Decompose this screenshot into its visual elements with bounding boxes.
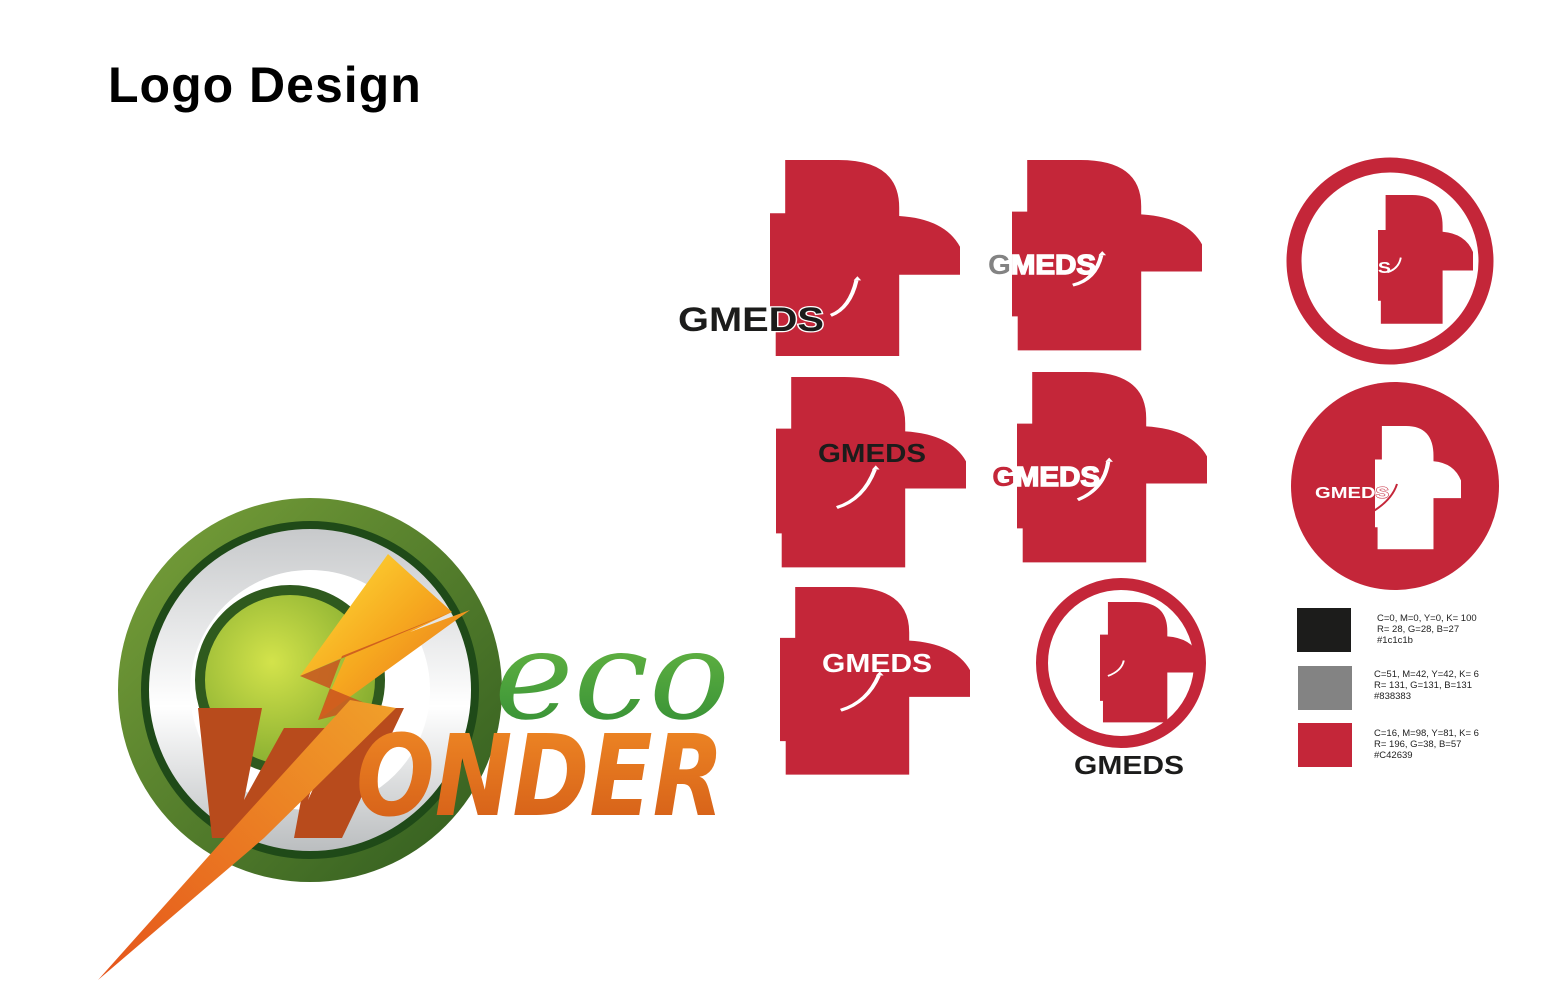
eco-word: eco — [494, 605, 730, 747]
gmeds-logo-2: GMEDS — [987, 160, 1202, 351]
lightning-bolt-icon — [300, 554, 470, 720]
wonder-word: ONDER — [356, 712, 724, 842]
gmeds-wordmark: GMEDS — [992, 461, 1100, 492]
swatch-black — [1297, 608, 1351, 652]
swatch-red — [1298, 723, 1352, 767]
gmeds-wordmark: GMEDS — [1074, 750, 1184, 780]
eco-wonder-logo: eco ONDER — [98, 498, 730, 980]
gmeds-wordmark: GMEDS — [822, 648, 932, 678]
gmeds-logo-1: GMEDS — [677, 160, 960, 356]
gmeds-logo-7: GMEDS — [780, 587, 970, 775]
gmeds-logo-8: GMEDS — [1036, 578, 1206, 780]
gmeds-wordmark: GMEDS — [988, 249, 1096, 280]
gmeds-logo-4: GMEDS — [776, 377, 966, 568]
gmeds-wordmark: GMEDS — [1319, 260, 1391, 277]
gmeds-logo-3: GMEDS — [1286, 157, 1494, 365]
gmeds-wordmark: GMEDS — [818, 438, 926, 468]
gmeds-wordmark: GMEDS — [678, 301, 824, 339]
gmeds-wordmark: GMEDS — [1315, 485, 1389, 502]
swatch-gray — [1298, 666, 1352, 710]
gmeds-logo-6: GMEDS — [1291, 382, 1499, 590]
page-title: Logo Design — [108, 57, 422, 113]
lightning-tail — [98, 700, 396, 980]
gmeds-logo-5: GMEDS — [991, 372, 1207, 563]
lightning-bolt-shadow — [300, 612, 452, 720]
